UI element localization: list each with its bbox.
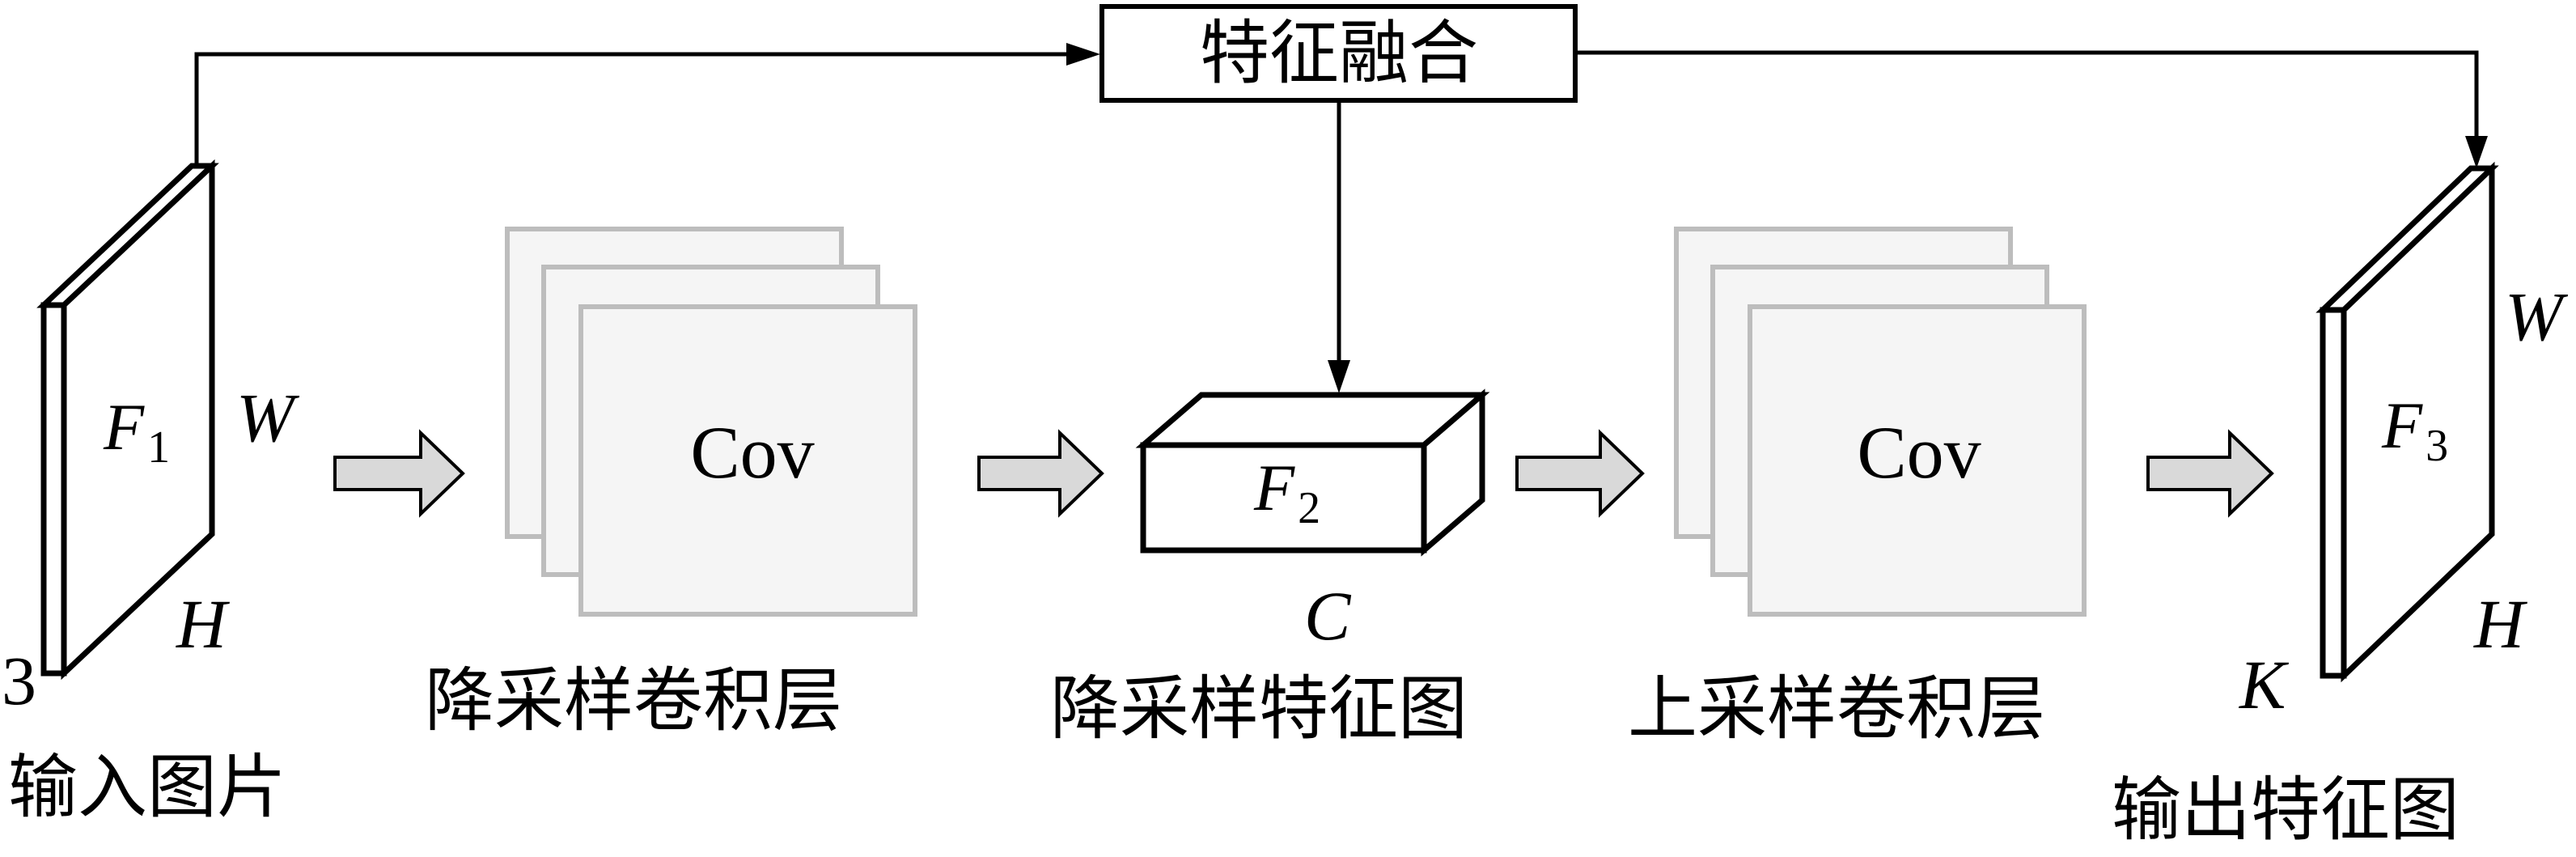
flow-arrows	[333, 429, 2274, 518]
up-conv-caption: 上采样卷积层	[1628, 670, 2045, 748]
flow-arrow-3	[1515, 429, 1645, 518]
input-to-fusion-line	[194, 52, 1068, 166]
down-conv-layer-3	[578, 304, 917, 617]
input-caption: 输入图片	[8, 749, 286, 826]
output-slab-front	[2320, 307, 2347, 679]
input-slab-front	[40, 302, 67, 677]
down-conv-label: Cov	[690, 411, 814, 494]
fusion-connectors	[194, 43, 2488, 393]
output-height-label: H	[2473, 585, 2527, 663]
fusion-to-output-line	[1576, 50, 2479, 138]
f2-box-front	[1140, 442, 1427, 554]
input-width-label: W	[236, 379, 300, 456]
fusion-to-f2-arrowhead	[1328, 360, 1350, 393]
f2-feature-label: F2	[1253, 451, 1320, 533]
input-channels-label: 3	[2, 642, 36, 719]
flow-arrow-1	[333, 429, 465, 518]
output-channels-label: K	[2238, 646, 2290, 723]
output-feature-slab	[2315, 161, 2499, 683]
fusion-to-output-arrowhead	[2465, 136, 2488, 168]
output-width-label: W	[2505, 278, 2569, 355]
input-image-slab	[36, 159, 219, 681]
down-feature-caption: 降采样特征图	[1050, 670, 1468, 748]
fusion-label: 特征融合	[1200, 15, 1478, 92]
down-conv-caption: 降采样卷积层	[425, 662, 842, 740]
flow-arrow-4	[2146, 429, 2274, 518]
up-conv-label: Cov	[1857, 411, 1981, 494]
output-feature-label: F3	[2381, 388, 2448, 471]
input-feature-label: F1	[103, 390, 170, 473]
output-caption: 输出特征图	[2112, 771, 2459, 849]
fusion-box: 特征融合	[1099, 4, 1578, 103]
down-conv-stack	[505, 227, 917, 617]
up-conv-stack	[1674, 227, 2087, 617]
input-to-fusion-arrowhead	[1066, 43, 1100, 66]
f2-channels-label: C	[1304, 577, 1352, 655]
input-height-label: H	[176, 585, 230, 663]
up-conv-layer-3	[1748, 304, 2087, 617]
down-feature-box	[1135, 388, 1490, 557]
flow-arrow-2	[977, 429, 1104, 518]
